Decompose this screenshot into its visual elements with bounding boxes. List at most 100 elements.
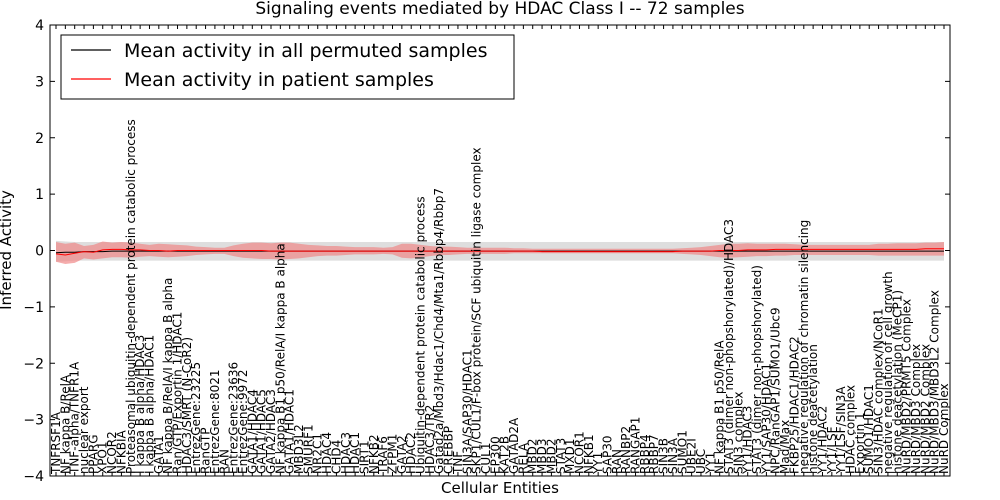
x-tick-label: ZFPM1: [386, 434, 400, 474]
x-tick-label: EntrezGene:23636: [227, 362, 241, 474]
x-tick-label: I kappa B alpha/HDAC1: [143, 335, 157, 474]
x-tick-label: HDAC4: [320, 432, 334, 474]
x-tick-label: GATA1/HDAC5: [255, 389, 269, 474]
x-tick-label: YY1/SAP30/HDAC1: [759, 363, 773, 475]
x-axis-label: Cellular Entities: [441, 479, 559, 497]
x-tick-label: SMURF1: [301, 424, 315, 474]
x-tick-label: GATA2/HDAC3: [264, 389, 278, 474]
x-tick-label: Ran/GTP/Exportin 1/HDAC1: [171, 312, 185, 474]
series-lines: [55, 248, 944, 256]
x-tick-label: Gatad2a/Mbd3/Hdac1/Chd4/Mta1/Rbbp4/Rbbp7: [432, 188, 446, 474]
x-tick-label: NFKB2: [367, 434, 381, 474]
x-tick-label: HDAC1: [348, 432, 362, 474]
x-tick-label: GATA1/HDAC1: [283, 389, 297, 474]
x-tick-label: RELA: [516, 442, 530, 474]
x-tick-label: nuclear export: [77, 386, 91, 474]
x-tick-label: histone deacetylation (MeCP1): [890, 290, 904, 474]
legend-label-permuted: Mean activity in all permuted samples: [124, 40, 487, 62]
x-tick-label: GATA2: [395, 435, 409, 474]
x-tick-label: YY1/LSF/SIN3A: [834, 386, 848, 475]
x-tick-label: NCOR1: [573, 431, 587, 474]
y-tick-label: 2: [35, 131, 44, 147]
x-tick-label: RBBP4: [638, 434, 652, 474]
x-tick-label: NuRD/MBD3/MBD3L2 Complex: [928, 290, 942, 474]
x-tick-label: KAT2B: [498, 436, 512, 474]
x-tick-label: I kappa B alpha/HDAC3: [133, 335, 147, 474]
x-tick-label: CHD4: [329, 440, 343, 474]
x-tick-label: MXD1: [563, 439, 577, 474]
x-tick-label: STAT3: [554, 438, 568, 474]
x-tick-label: NCOR2: [105, 431, 119, 474]
x-tick-label: MBD3: [535, 439, 549, 474]
x-tick-label: NFKB1: [582, 434, 596, 474]
x-tick-label: NPC/RanGAP1/SUMO1/Ubc9: [769, 307, 783, 474]
x-tick-label: GATA1: [152, 435, 166, 474]
y-tick-label: 0: [35, 244, 44, 260]
x-tick-label: MBD2: [526, 439, 540, 474]
y-axis-label: Inferred Activity: [0, 190, 15, 310]
x-tick-label: TNF: [451, 451, 465, 475]
x-tick-label: CUL1: [479, 443, 493, 474]
x-tick-label: RANGAP1: [629, 417, 643, 474]
x-tick-label: YY1/LSF: [825, 426, 839, 475]
y-tick-label: 3: [35, 74, 44, 90]
x-tick-label: NFKBIA: [114, 429, 128, 474]
x-tick-label: GATA1/HDAC4: [245, 389, 259, 474]
x-tick-label: TRAF6: [376, 436, 390, 475]
x-tick-label: Mad/Max: [778, 420, 792, 474]
x-tick-label: NR2C1: [311, 433, 325, 474]
x-tick-label: UBC: [694, 449, 708, 474]
x-tick-label: SIN3 complex: [731, 392, 745, 474]
x-tick-label: HDAC3/TR2: [423, 405, 437, 474]
x-tick-label: NuRD/MBD2/PRMT5 Complex: [900, 299, 914, 474]
x-tick-label: NuRD/MBD3 Complex: [909, 344, 923, 474]
x-tick-label: Proteasomal ubiquitin-dependent protein …: [124, 119, 138, 474]
x-tick-label: EntrezGene:23225: [189, 362, 203, 474]
x-tick-label: GATAD2A: [507, 417, 521, 474]
x-tick-label: negative regulation of cell growth: [881, 271, 895, 474]
legend: Mean activity in all permuted samples Me…: [60, 34, 515, 100]
x-tick-label: NF kappa B/RelA/I kappa B alpha: [161, 278, 175, 474]
x-tick-label: YY1: [703, 452, 717, 475]
x-tick-label: SKP1/CUL1/F-box protein/SCF ubiquitin li…: [470, 147, 484, 474]
plot-area: [55, 240, 944, 264]
x-tick-label: PPARG: [86, 434, 100, 474]
x-tick-label: NuRD Complex: [937, 383, 951, 474]
x-tick-label: TNF-alpha/TNFR1A: [68, 361, 82, 475]
x-tick-label: histone deacetylation: [806, 344, 820, 474]
x-tick-label: RAN: [217, 449, 231, 474]
confidence-bands: [56, 240, 944, 264]
patient-mean-line: [55, 248, 944, 256]
x-tick-label: XPO1: [96, 441, 110, 474]
x-tick-label: NF kappa B1 p50/RelA/I kappa B alpha: [273, 243, 287, 474]
x-tick-label: RAN: [610, 449, 624, 474]
legend-box: [60, 34, 515, 100]
x-tick-label: MBD2: [544, 439, 558, 474]
x-tick-label: RANBP2: [619, 426, 633, 474]
x-tick-label: SUMO1/HDAC1: [862, 384, 876, 474]
x-tick-label: SIN3A: [666, 437, 680, 474]
y-tick-label: −3: [23, 413, 44, 429]
x-tick-label: YY1/HDAC3: [741, 406, 755, 475]
x-tick-label: STAT3 (dimer non-phopshorylated): [750, 265, 764, 474]
x-tick-label: NF kappa B/RelA: [58, 374, 72, 474]
x-tick-label: SIN3A/SAP30/HDAC1: [460, 349, 474, 474]
x-tick-label: HDAC2: [404, 432, 418, 474]
y-tick-label: 1: [35, 187, 44, 203]
x-tick-label: NuRD/MBD2 Complex: [918, 344, 932, 474]
y-tick-label: −4: [23, 469, 44, 485]
x-tick-label: STAT3 (dimer non-phopshorylated)/HDAC3: [722, 219, 736, 474]
x-tick-label: HDAC3: [339, 432, 353, 474]
x-tick-label: SIN3/HDAC complex/NCoR1: [872, 308, 886, 474]
x-tick-label: SIN3B: [657, 438, 671, 474]
y-tick-label: −1: [23, 300, 44, 316]
legend-label-patient: Mean activity in patient samples: [124, 69, 434, 91]
x-tick-label: RanGTP: [199, 428, 213, 474]
x-tick-label: SAP30: [601, 435, 615, 474]
x-tick-label: EP300: [488, 436, 502, 474]
x-tick-label: FKBP25/HDAC1/HDAC2: [787, 336, 801, 474]
x-tick-label: SUMO1: [675, 430, 689, 474]
